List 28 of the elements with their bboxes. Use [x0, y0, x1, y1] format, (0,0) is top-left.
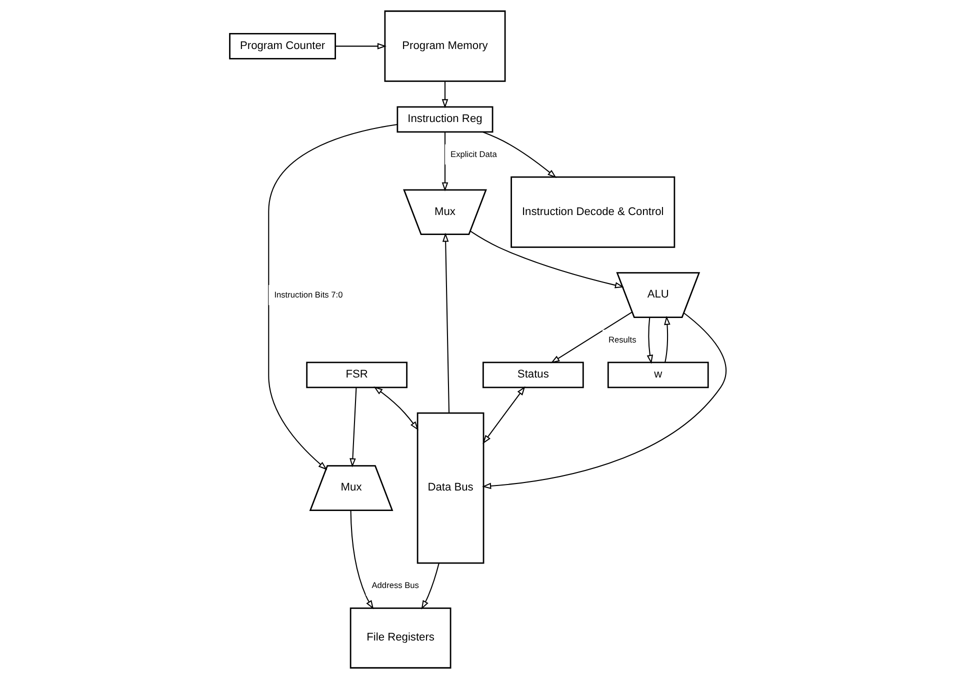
node-box: Instruction Decode & Control [510, 176, 676, 248]
edge-label: Address Bus [372, 580, 419, 590]
arrow [442, 232, 450, 413]
arrow [442, 132, 448, 192]
edge-label: Explicit Data [450, 148, 497, 159]
arrow [421, 563, 440, 610]
arrow [550, 312, 632, 364]
node-box: File Registers [350, 607, 452, 669]
arrow [336, 43, 386, 50]
node-box: w [607, 362, 709, 388]
arrow [482, 386, 526, 444]
arrow [350, 388, 357, 468]
arrow [350, 510, 374, 610]
node-box: Status [482, 362, 584, 388]
node-box: Program Memory [384, 10, 506, 82]
arrow [482, 312, 726, 490]
node-box: Program Counter [229, 32, 336, 60]
arrow [374, 386, 418, 430]
node-box: FSR [306, 362, 408, 388]
edge-label: Results [608, 334, 636, 344]
node-box: Instruction Reg [396, 106, 494, 133]
edge-label: Instruction Bits 7:0 [274, 290, 343, 300]
node-box: Data Bus [416, 412, 484, 564]
arrow [664, 316, 670, 362]
arrow [470, 230, 624, 288]
arrow [646, 317, 654, 364]
arrow [482, 132, 557, 178]
arrow [442, 81, 448, 108]
